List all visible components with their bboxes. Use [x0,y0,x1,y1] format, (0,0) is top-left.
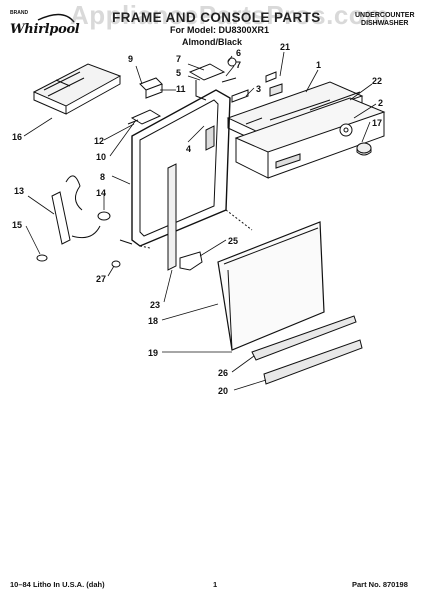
swirl-icon [37,13,75,23]
part-16-shape [32,63,122,115]
part-shapes [32,57,386,385]
product-type: UNDERCOUNTER DISHWASHER [355,12,415,28]
logo-brand-text: Whirlpool [10,22,80,37]
callout-1: 1 [316,60,321,70]
callout-3: 3 [256,84,261,94]
callout-15: 15 [12,220,22,230]
callout-2: 2 [378,98,383,108]
part-26-trim [251,315,357,361]
part-22-bracket [309,91,361,111]
part-18-panel [217,221,325,351]
callout-5: 5 [176,68,181,78]
footer-page-number: 1 [213,580,218,589]
callout-17: 17 [372,118,382,128]
logo-small-text: BRAND [10,10,29,16]
callout-12: 12 [94,136,104,146]
callout-10: 10 [96,152,106,162]
model-number: For Model: DU8300XR1 [170,25,270,35]
part-21-shape [265,71,283,97]
part-5-6-7-hardware [188,57,249,103]
watermark-text: AppliancePartsPros.com [70,0,389,30]
callout-26: 26 [218,368,228,378]
part-13-15-wiring [36,175,111,262]
callout-7b: 7 [236,60,241,70]
callout-19: 19 [148,348,158,358]
product-type-line2: DISHWASHER [361,20,409,27]
callout-23: 23 [150,300,160,310]
callout-22: 22 [372,76,382,86]
callout-4: 4 [186,144,191,154]
part-20-strip [263,339,363,385]
callout-18: 18 [148,316,158,326]
callout-labels: 16 9 7 5 6 7 11 12 10 4 3 21 1 22 2 17 8… [12,42,383,396]
page-title: FRAME AND CONSOLE PARTS [112,10,321,25]
finish-label: Almond/Black [182,37,243,47]
part-17-shape [356,142,372,156]
product-type-line1: UNDERCOUNTER [355,12,415,19]
callout-8: 8 [100,172,105,182]
part-25-clip [179,251,203,271]
alignment-lines [139,209,253,249]
callout-14: 14 [96,188,106,198]
callout-20: 20 [218,386,228,396]
callout-27: 27 [96,274,106,284]
callout-16: 16 [12,132,22,142]
callout-9: 9 [128,54,133,64]
part-9-12-latch [127,77,163,125]
footer-part-number: Part No. 870198 [352,580,408,589]
part-2-shape [234,97,386,179]
footer-litho: 10–84 Litho In U.S.A. (dah) [10,580,105,589]
callout-6: 6 [236,48,241,58]
part-23-strip [167,163,177,271]
part-27-screw [111,260,121,268]
leader-lines [23,51,377,391]
callout-11: 11 [176,84,186,94]
callout-13: 13 [14,186,24,196]
callout-7a: 7 [176,54,181,64]
whirlpool-logo: BRAND Whirlpool [8,10,80,42]
callout-25: 25 [228,236,238,246]
callout-21: 21 [280,42,290,52]
